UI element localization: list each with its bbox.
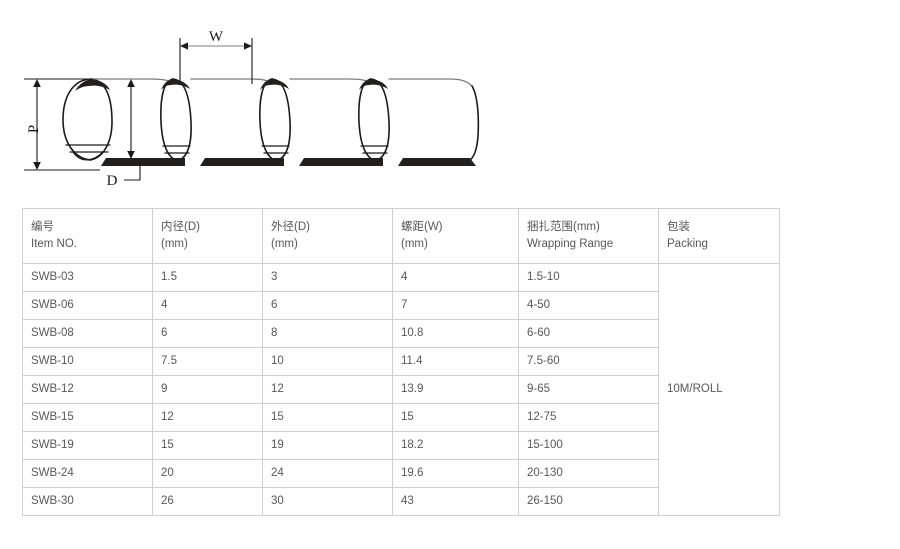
cell-inner-diameter: 1.5 <box>152 263 263 292</box>
header-inner-diameter: 内径(D) (mm) <box>152 208 263 264</box>
header-item-no-en: Item NO. <box>31 238 78 250</box>
cell-pitch: 18.2 <box>392 431 519 460</box>
cell-item-no: SWB-30 <box>22 487 153 516</box>
header-wrapping-range-en: Wrapping Range <box>527 238 614 250</box>
cell-item-no: SWB-06 <box>22 291 153 320</box>
header-item-no: 编号 Item NO. <box>22 208 153 264</box>
header-pitch: 螺距(W) (mm) <box>392 208 519 264</box>
cell-pitch: 4 <box>392 263 519 292</box>
cell-pitch: 43 <box>392 487 519 516</box>
header-wrapping-range-cn: 捆扎范围(mm) <box>527 221 600 233</box>
cell-pitch: 13.9 <box>392 375 519 404</box>
cell-inner-diameter: 4 <box>152 291 263 320</box>
cell-outer-diameter: 30 <box>262 487 393 516</box>
specification-table: 编号 Item NO. 内径(D) (mm) 外径(D) (mm) 螺距(W) … <box>22 208 780 516</box>
table-row: SWB-12 9 12 13.9 9-65 <box>22 375 780 404</box>
table-row: SWB-30 26 30 43 26-150 <box>22 487 780 516</box>
cell-item-no: SWB-03 <box>22 263 153 292</box>
cell-wrapping-range: 15-100 <box>518 431 659 460</box>
header-packing-en: Packing <box>667 238 708 250</box>
header-inner-diameter-unit: (mm) <box>161 238 188 250</box>
cell-pitch: 10.8 <box>392 319 519 348</box>
cell-pitch: 7 <box>392 291 519 320</box>
coil-turn-2 <box>160 78 192 162</box>
cell-item-no: SWB-19 <box>22 431 153 460</box>
header-wrapping-range: 捆扎范围(mm) Wrapping Range <box>518 208 659 264</box>
table-header-row: 编号 Item NO. 内径(D) (mm) 外径(D) (mm) 螺距(W) … <box>22 208 780 264</box>
cell-outer-diameter: 10 <box>262 347 393 376</box>
dimension-w <box>179 38 253 84</box>
cell-wrapping-range: 20-130 <box>518 459 659 488</box>
table-row: SWB-24 20 24 19.6 20-130 <box>22 459 780 488</box>
cell-inner-diameter: 9 <box>152 375 263 404</box>
cell-wrapping-range: 6-60 <box>518 319 659 348</box>
header-outer-diameter: 外径(D) (mm) <box>262 208 393 264</box>
cell-inner-diameter: 26 <box>152 487 263 516</box>
cell-outer-diameter: 8 <box>262 319 393 348</box>
dimension-label-d: D <box>107 173 118 189</box>
cell-item-no: SWB-08 <box>22 319 153 348</box>
cell-inner-diameter: 15 <box>152 431 263 460</box>
coil-bottom-bands <box>101 158 476 166</box>
dimension-d <box>124 163 141 181</box>
cell-wrapping-range: 4-50 <box>518 291 659 320</box>
coil-top-caps <box>75 79 388 91</box>
cell-outer-diameter: 3 <box>262 263 393 292</box>
cell-outer-diameter: 12 <box>262 375 393 404</box>
cell-wrapping-range: 1.5-10 <box>518 263 659 292</box>
coil-turns <box>62 78 480 163</box>
product-diagram: P W D <box>0 0 540 195</box>
spiral-band-drawing: P W D <box>24 29 480 189</box>
table-row: SWB-08 6 8 10.8 6-60 <box>22 319 780 348</box>
cell-outer-diameter: 19 <box>262 431 393 460</box>
header-packing: 包装 Packing <box>658 208 780 264</box>
coil-turn-3 <box>259 78 291 162</box>
cell-inner-diameter: 7.5 <box>152 347 263 376</box>
cell-outer-diameter: 6 <box>262 291 393 320</box>
cell-outer-diameter: 24 <box>262 459 393 488</box>
cell-pitch: 19.6 <box>392 459 519 488</box>
table-row: SWB-03 1.5 3 4 1.5-10 10M/ROLL <box>22 263 780 516</box>
dimension-inner <box>127 79 135 159</box>
header-outer-diameter-cn: 外径(D) <box>271 221 310 233</box>
cell-packing: 10M/ROLL <box>658 263 780 516</box>
spec-table-container: 编号 Item NO. 内径(D) (mm) 外径(D) (mm) 螺距(W) … <box>22 208 780 516</box>
cell-outer-diameter: 15 <box>262 403 393 432</box>
header-inner-diameter-cn: 内径(D) <box>161 221 200 233</box>
header-pitch-cn: 螺距(W) <box>401 221 443 233</box>
header-item-no-cn: 编号 <box>31 221 54 233</box>
coil-turn-4 <box>358 78 390 162</box>
cell-inner-diameter: 20 <box>152 459 263 488</box>
cell-item-no: SWB-15 <box>22 403 153 432</box>
coil-turn-1 <box>62 78 113 161</box>
cell-inner-diameter: 12 <box>152 403 263 432</box>
dimension-label-p: P <box>26 125 42 133</box>
table-row: SWB-06 4 6 7 4-50 <box>22 291 780 320</box>
cell-wrapping-range: 26-150 <box>518 487 659 516</box>
header-pitch-unit: (mm) <box>401 238 428 250</box>
header-outer-diameter-unit: (mm) <box>271 238 298 250</box>
header-packing-cn: 包装 <box>667 221 690 233</box>
cell-wrapping-range: 7.5-60 <box>518 347 659 376</box>
cell-wrapping-range: 12-75 <box>518 403 659 432</box>
cell-item-no: SWB-24 <box>22 459 153 488</box>
dimension-label-w: W <box>209 29 224 45</box>
cell-wrapping-range: 9-65 <box>518 375 659 404</box>
dimension-p <box>24 78 100 171</box>
cell-pitch: 15 <box>392 403 519 432</box>
cell-pitch: 11.4 <box>392 347 519 376</box>
cell-item-no: SWB-10 <box>22 347 153 376</box>
table-body: SWB-03 1.5 3 4 1.5-10 10M/ROLL SWB-06 4 … <box>22 263 780 516</box>
cell-item-no: SWB-12 <box>22 375 153 404</box>
cell-inner-diameter: 6 <box>152 319 263 348</box>
